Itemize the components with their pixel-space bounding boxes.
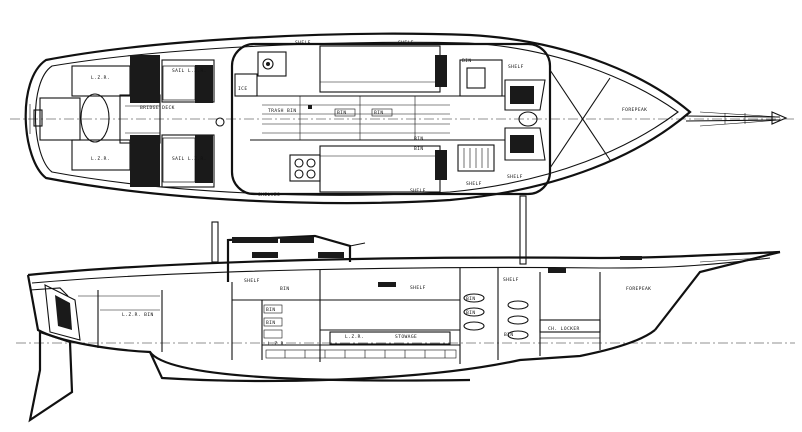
lzr-label-1: L.Z.R. — [91, 75, 110, 81]
plan-bin-label-2: BIN — [374, 110, 384, 116]
winch-icon — [215, 117, 225, 127]
plan-view: L.Z.R. L.Z.R. SAIL L.Z.R. SAIL L.Z.R. BR… — [10, 32, 795, 205]
keel — [149, 351, 471, 382]
bin-label-profile-4: BIN — [466, 296, 476, 302]
mast-partner — [518, 111, 538, 127]
port-light-2 — [318, 252, 344, 258]
shelf-label-profile-2: SHELF — [410, 285, 426, 291]
plan-bin-label-3: BIN — [462, 58, 472, 64]
cabin-sole — [262, 96, 450, 140]
profile-view: SHELF SHELF SHELF L.Z.R. BIN L.Z.R. L.Z.… — [16, 195, 795, 423]
shelf-label-2: SHELF — [410, 188, 426, 194]
skeg — [44, 284, 81, 341]
plan-bin-label-5: BIN — [414, 146, 424, 152]
port-light-3 — [378, 282, 396, 287]
sail-locker-stbd — [161, 134, 215, 188]
profile-bulkheads — [97, 268, 601, 364]
bridge-deck-label: BRIDGE DECK — [140, 105, 175, 111]
v-berth-stbd — [504, 127, 546, 161]
cabin-trunk — [226, 234, 352, 282]
hanging-locker — [457, 144, 495, 172]
shelf-label-profile-3: SHELF — [503, 277, 519, 283]
sail-lzr-label-2: SAIL L.Z.R. — [172, 156, 207, 162]
shelf-label-profile-1: SHELF — [244, 278, 260, 284]
ice-label: ICE — [238, 86, 248, 92]
stove — [289, 154, 321, 182]
chain-locker-label: CH. LOCKER — [548, 326, 580, 332]
icebox — [234, 73, 258, 97]
locker-stbd-aft — [71, 139, 131, 171]
bin-label-profile-1: BIN — [280, 286, 290, 292]
shelf-label-1: SHELF — [398, 40, 414, 46]
v-berth-port — [504, 79, 546, 111]
forepeak-label-profile: FOREPEAK — [626, 286, 651, 292]
shelf-label-6: SHELF — [295, 40, 311, 46]
bin-label-profile-3: BIN — [266, 320, 276, 326]
bin-label-profile-5: BIN — [466, 310, 476, 316]
trash-bin-label: TRASH BIN — [268, 108, 297, 114]
shelf-label-4: SHELF — [507, 174, 523, 180]
galley-sink — [257, 51, 287, 77]
lzr-label-2: L.Z.R. — [91, 156, 110, 162]
bowsprit — [685, 111, 788, 127]
main-mast — [519, 195, 527, 265]
cabin-house-outline — [230, 42, 552, 196]
forepeak-label-plan: FOREPEAK — [622, 107, 647, 113]
sail-lzr-label-1: SAIL L.Z.R. — [172, 68, 207, 74]
port-light-5 — [620, 256, 642, 260]
settee-port — [319, 45, 441, 93]
shelves-label: SHELVES — [258, 192, 280, 198]
mizzen-mast — [211, 221, 219, 263]
shelf-label-3: SHELF — [508, 64, 524, 70]
lzr-bin-label: L.Z.R. BIN — [122, 312, 154, 318]
sail-locker-port — [161, 59, 215, 103]
port-light-4 — [548, 268, 566, 273]
plan-bin-label-4: BIN — [414, 136, 424, 142]
bilge-floor — [265, 349, 457, 359]
locker-port-aft — [71, 65, 131, 97]
settee-stbd — [319, 145, 441, 193]
hull-bottom — [26, 274, 656, 383]
bin-label-profile-6: BIN — [504, 332, 514, 338]
plan-bin-label-1: BIN — [337, 110, 347, 116]
stowage-label: STOWAGE — [395, 334, 417, 340]
shelf-label-5: SHELF — [466, 181, 482, 187]
port-light-1 — [252, 252, 278, 258]
lzr-label-profile-2: L.Z.R. — [345, 334, 364, 340]
lzr-label-profile-1: L.Z.R. — [268, 341, 287, 347]
head-compartment — [459, 59, 503, 97]
deck-line — [31, 257, 771, 284]
rudder — [28, 330, 74, 423]
plan-hull-outline — [24, 32, 692, 205]
sheer-line — [27, 250, 781, 277]
bin-label-profile-2: BIN — [266, 307, 276, 313]
